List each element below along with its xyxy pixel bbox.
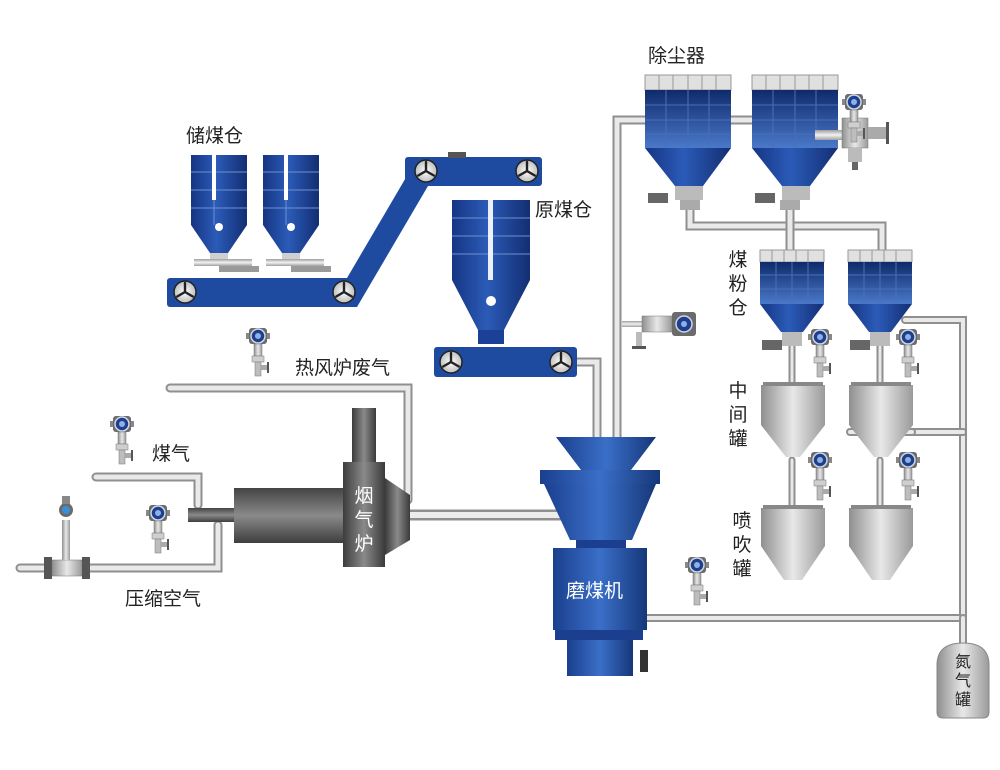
nitrogen-tank bbox=[936, 642, 990, 719]
coal-storage-bin-label: 储煤仓 bbox=[186, 125, 243, 147]
flue-gas-furnace-label: 烟气炉 bbox=[354, 485, 373, 555]
pressure-transmitter-icon bbox=[684, 556, 710, 606]
injection-tank-1 bbox=[761, 505, 825, 580]
pulverized-coal-bin-label: 煤粉仓 bbox=[728, 249, 747, 319]
pressure-transmitter-icon bbox=[807, 451, 833, 501]
pressure-transmitter-icon bbox=[145, 504, 171, 554]
raw-coal-bin-label: 原煤仓 bbox=[535, 199, 592, 221]
conveyor-roller-icon bbox=[438, 349, 464, 375]
gas-label: 煤气 bbox=[152, 443, 190, 465]
conveyor-roller-icon bbox=[413, 158, 439, 184]
intermediate-tank-1 bbox=[761, 382, 825, 457]
raw-coal-feeder bbox=[434, 347, 577, 377]
dust-collector-2 bbox=[751, 74, 889, 210]
coal-storage-bin-1 bbox=[191, 155, 259, 272]
pressure-transmitter-icon bbox=[895, 328, 921, 378]
conveyor-roller-icon bbox=[172, 279, 198, 305]
raw-coal-bin bbox=[452, 200, 530, 344]
dust-collector-label: 除尘器 bbox=[648, 45, 705, 67]
pulverized-coal-bin-1 bbox=[759, 249, 825, 350]
nitrogen-tank-label: 氮气罐 bbox=[955, 652, 971, 709]
intermediate-tank-label: 中间罐 bbox=[728, 380, 747, 450]
flow-meter bbox=[44, 496, 90, 579]
injection-tank-2 bbox=[849, 505, 913, 580]
coal-mill-label: 磨煤机 bbox=[566, 580, 623, 602]
flue-gas-furnace bbox=[188, 408, 410, 567]
coal-storage-bin-2 bbox=[263, 155, 331, 272]
conveyor-roller-icon bbox=[331, 279, 357, 305]
conveyor-roller-icon bbox=[514, 158, 540, 184]
pressure-transmitter-icon bbox=[622, 312, 696, 349]
compressed-air-label: 压缩空气 bbox=[125, 588, 201, 610]
pressure-transmitter-icon bbox=[245, 327, 271, 377]
pressure-transmitter-icon bbox=[807, 328, 833, 378]
injection-tank-label: 喷吹罐 bbox=[732, 510, 751, 580]
pulverized-coal-bin-2 bbox=[847, 249, 913, 350]
pressure-transmitter-icon bbox=[895, 451, 921, 501]
inclined-conveyor bbox=[167, 152, 542, 307]
intermediate-tank-2 bbox=[849, 382, 913, 457]
coal-mill bbox=[540, 437, 660, 676]
pressure-transmitter-icon bbox=[109, 415, 135, 465]
conveyor-roller-icon bbox=[548, 349, 574, 375]
dust-collector-1 bbox=[644, 74, 732, 210]
hot-air-exhaust-label: 热风炉废气 bbox=[295, 357, 390, 379]
